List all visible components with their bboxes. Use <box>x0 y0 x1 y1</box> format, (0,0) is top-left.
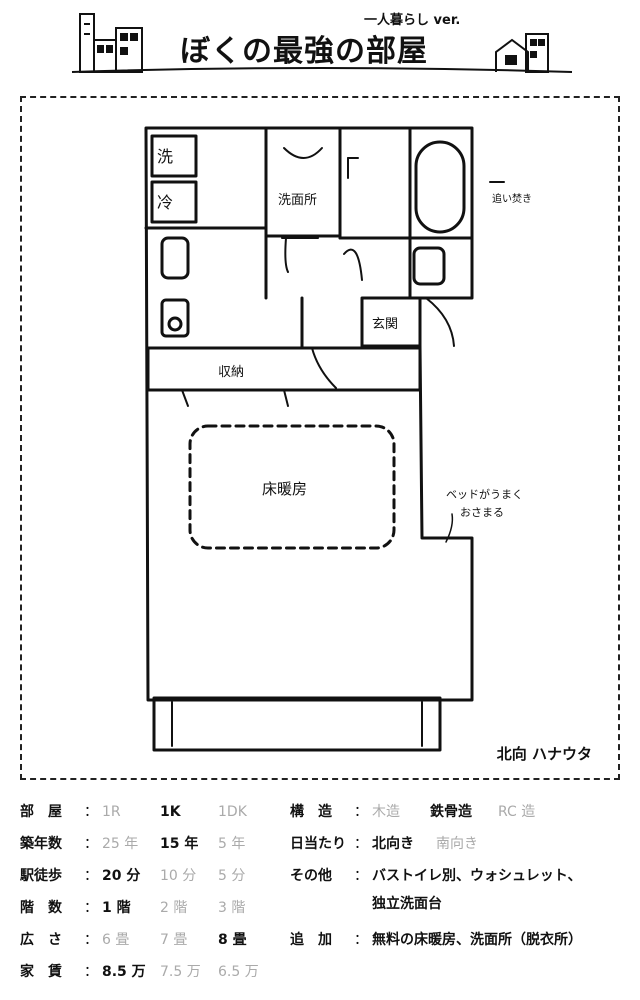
spec-option: 木造 <box>372 804 400 820</box>
spec-label: 築年数 <box>20 836 62 852</box>
floorplan-caption: 北向 ハナウタ <box>496 745 592 763</box>
toilet <box>412 246 446 286</box>
spec-option: 7 畳 <box>160 932 188 948</box>
spec-option: 5 分 <box>218 868 246 884</box>
spec-option: 15 年 <box>160 836 199 852</box>
header: ぼくの最強の部屋 一人暮らし ver. <box>0 0 640 92</box>
outer-wall <box>144 126 474 702</box>
spec-option: 6.5 万 <box>218 964 259 980</box>
spec-option: 25 年 <box>102 836 139 852</box>
house-icon <box>495 33 549 73</box>
spec-label: 家 賃 <box>20 964 62 980</box>
spec-value-extra: 無料の床暖房、洗面所（脱衣所） <box>372 932 582 948</box>
spec-option: 鉄骨造 <box>430 804 472 820</box>
spec-label: 部 屋 <box>20 804 62 820</box>
spec-option: 6 畳 <box>102 932 130 948</box>
spec-option: 1DK <box>218 804 247 820</box>
colon: ： <box>84 804 98 820</box>
colon: ： <box>84 868 98 884</box>
spec-label: 階 数 <box>20 900 62 916</box>
washroom-box <box>264 126 342 238</box>
spec-option: 南向き <box>436 836 478 852</box>
bath-reheat-note: 追い焚き <box>492 192 532 205</box>
colon: ： <box>354 868 368 884</box>
storage-box <box>146 346 422 392</box>
spec-option: 1K <box>160 804 181 820</box>
spec-value-other-line2: 独立洗面台 <box>372 896 442 912</box>
spec-option: RC 造 <box>498 804 536 820</box>
colon: ： <box>354 804 368 820</box>
storage-label: 収納 <box>218 365 244 380</box>
spec-option: 1R <box>102 804 121 820</box>
spec-label: その他 <box>290 868 332 884</box>
colon: ： <box>84 964 98 980</box>
spec-option: 3 階 <box>218 900 246 916</box>
washroom-label: 洗面所 <box>278 193 317 208</box>
spec-option: 2 階 <box>160 900 188 916</box>
colon: ： <box>354 836 368 852</box>
spec-option: 20 分 <box>102 868 141 884</box>
city-buildings-icon <box>79 13 143 73</box>
floor-heating-label: 床暖房 <box>262 480 307 498</box>
entrance-box <box>360 296 422 348</box>
spec-option: 8 畳 <box>218 932 247 948</box>
fridge-box <box>150 180 198 224</box>
page-subtitle: 一人暮らし ver. <box>364 13 461 28</box>
spec-label: 日当たり <box>290 836 346 852</box>
spec-option: 8.5 万 <box>102 964 146 980</box>
bed-note-line2: おさまる <box>460 506 504 519</box>
header-decoration <box>71 13 573 73</box>
spec-label: 追 加 <box>290 932 332 948</box>
colon: ： <box>84 900 98 916</box>
spec-option: 10 分 <box>160 868 197 884</box>
spec-label: 構 造 <box>290 804 332 820</box>
bed-note-line1: ベッドがうまく <box>446 487 523 501</box>
balcony <box>152 696 442 752</box>
washer-label: 洗 <box>157 147 173 166</box>
floorplan-frame: 洗 冷 洗面所 玄関 収納 床暖房 追い焚き ベッドがうまく おさまる 北向 ハ… <box>20 96 620 780</box>
spec-label: 駅徒歩 <box>20 868 62 884</box>
colon: ： <box>84 836 98 852</box>
colon: ： <box>354 932 368 948</box>
page-title: ぼくの最強の部屋 <box>180 34 428 69</box>
sink <box>160 236 190 280</box>
fridge-label: 冷 <box>157 193 173 212</box>
spec-option: 1 階 <box>102 900 131 916</box>
stove <box>160 298 190 338</box>
bathtub <box>414 140 466 234</box>
spec-option: 5 年 <box>218 836 246 852</box>
spec-option: 7.5 万 <box>160 964 201 980</box>
spec-label: 広 さ <box>20 932 62 948</box>
entrance-label: 玄関 <box>372 317 398 332</box>
floor-heating-area <box>188 424 396 550</box>
spec-value-other-line1: バストイレ別、ウォシュレット、 <box>372 868 582 884</box>
floorplan: 洗 冷 洗面所 玄関 収納 床暖房 追い焚き ベッドがうまく おさまる <box>144 126 532 752</box>
spec-option: 北向き <box>372 836 414 852</box>
washer-box <box>150 134 198 178</box>
spec-table: 部 屋 ： 1R 1K 1DK 築年数 ： 25 年 15 年 5 年 駅徒歩 … <box>0 800 640 1000</box>
colon: ： <box>84 932 98 948</box>
